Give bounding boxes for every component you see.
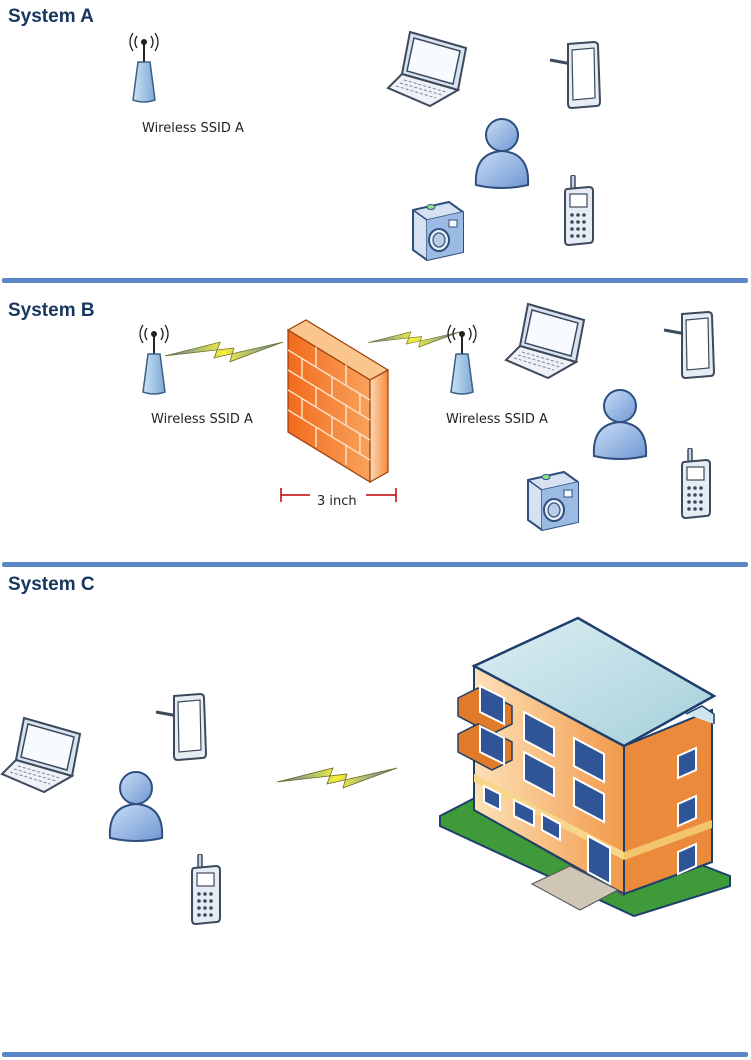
lightning-signal-icon	[258, 756, 416, 796]
wireless-access-point-icon	[446, 318, 478, 398]
user-icon	[106, 768, 166, 842]
wireless-access-point-icon	[128, 26, 160, 106]
access-point-label-right: Wireless SSID A	[446, 412, 548, 427]
laptop-icon	[504, 300, 588, 380]
laptop-icon	[386, 28, 470, 108]
section-title-system-b: System B	[8, 300, 95, 321]
user-icon	[472, 115, 532, 189]
cell-phone-icon	[678, 448, 712, 520]
section-divider	[2, 1052, 748, 1057]
section-divider	[2, 562, 748, 567]
wall-thickness-label: 3 inch	[317, 494, 357, 509]
section-title-system-c: System C	[8, 574, 95, 595]
dimension-line	[280, 488, 397, 502]
tablet-icon	[662, 308, 716, 382]
tablet-icon	[154, 690, 208, 764]
access-point-label-left: Wireless SSID A	[151, 412, 253, 427]
cell-phone-icon	[188, 854, 222, 926]
camera-icon	[409, 198, 467, 264]
camera-icon	[524, 468, 582, 534]
user-icon	[590, 386, 650, 460]
cell-phone-icon	[561, 175, 595, 247]
building-icon	[439, 616, 731, 918]
laptop-icon	[0, 714, 84, 794]
section-title-system-a: System A	[8, 6, 94, 27]
tablet-icon	[548, 38, 602, 112]
access-point-label: Wireless SSID A	[142, 121, 244, 136]
firewall-icon	[286, 319, 390, 484]
lightning-signal-icon	[165, 330, 283, 370]
section-divider	[2, 278, 748, 283]
